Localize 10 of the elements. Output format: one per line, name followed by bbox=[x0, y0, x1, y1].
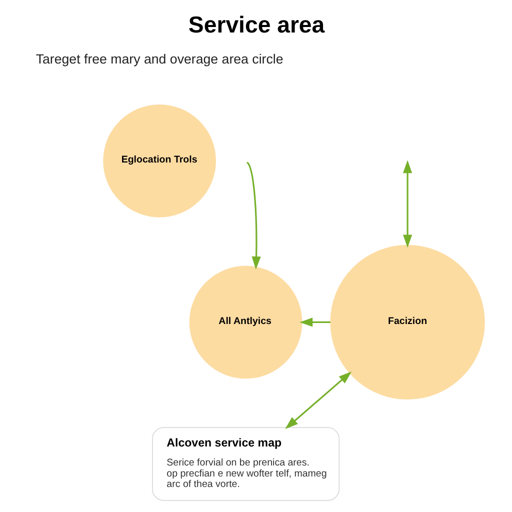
arrow bbox=[285, 371, 352, 430]
arrow bbox=[300, 318, 330, 327]
node-box: Alcoven service map Serice forvial on be prenica ares. op precfian e new wofter telf, mameg arc of thea vorte. bbox=[152, 427, 340, 501]
arrow bbox=[403, 160, 412, 248]
node-circle: Facizion bbox=[330, 244, 485, 400]
diagram-title: Service area bbox=[188, 12, 325, 38]
arrow bbox=[246, 162, 261, 270]
label: Tareget free mary and overage area circle bbox=[36, 52, 284, 67]
node-circle: Eglocation Trols bbox=[103, 104, 216, 218]
node-circle: All Antlyics bbox=[189, 266, 302, 379]
